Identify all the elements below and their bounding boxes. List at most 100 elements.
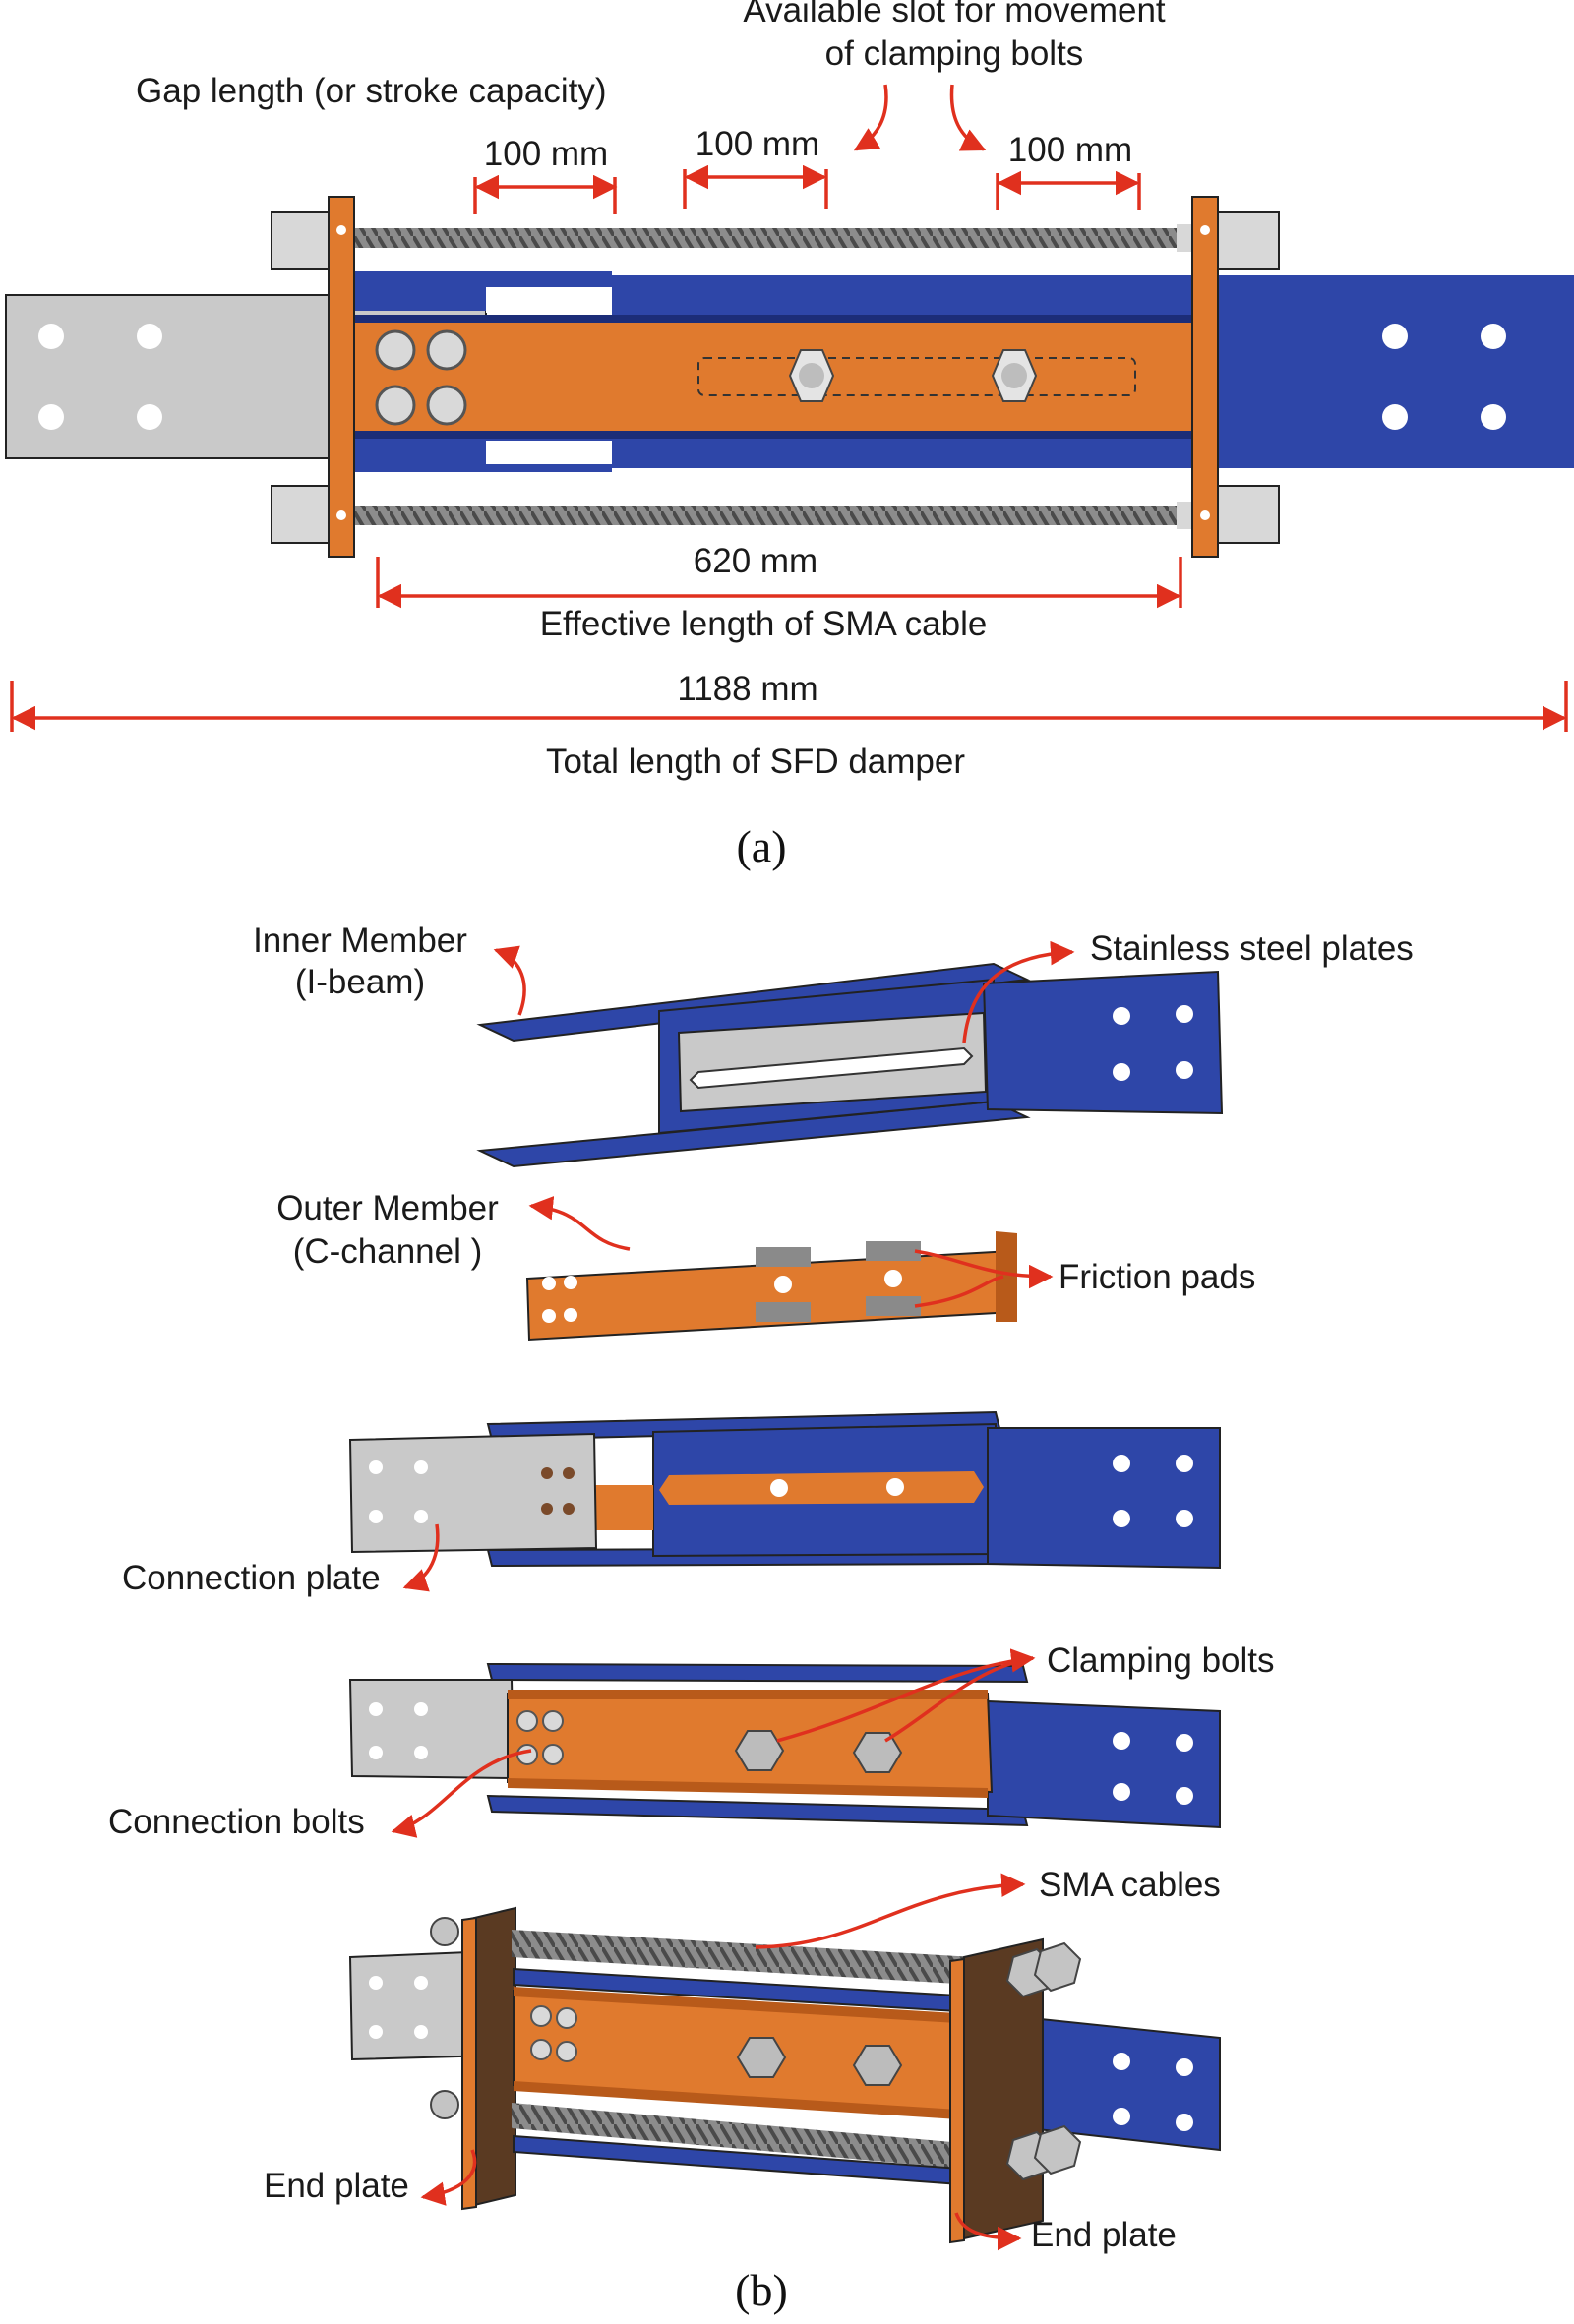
inner-hole xyxy=(1176,1510,1193,1527)
plate-hole xyxy=(38,324,64,349)
connection-plate-b xyxy=(348,1432,598,1554)
connection-bolt xyxy=(556,2041,577,2062)
sma-cable-bottom xyxy=(354,506,1180,525)
plate-hole xyxy=(137,324,162,349)
inner-hole xyxy=(1176,1061,1193,1079)
plate-hole xyxy=(369,1976,383,1990)
panel-a: Available slot for movement of clamping … xyxy=(5,0,1574,871)
plate-hole-small xyxy=(563,1503,575,1515)
inner-hole xyxy=(1176,1455,1193,1472)
gap-window-bottom xyxy=(486,441,612,464)
slot-label-line1: Available slot for movement xyxy=(743,0,1166,30)
nut xyxy=(271,485,333,544)
nut xyxy=(1217,485,1280,544)
caption-b: (b) xyxy=(735,2265,788,2315)
total-label: Total length of SFD damper xyxy=(546,743,965,781)
plate-hole xyxy=(137,404,162,430)
friction-pad xyxy=(866,1241,921,1261)
plate-hole xyxy=(414,1510,428,1523)
connection-bolt xyxy=(530,2005,552,2027)
clamping-bolt xyxy=(852,2045,903,2086)
plate-hole-small xyxy=(541,1503,553,1515)
sma-cable xyxy=(512,2103,974,2170)
plate-hole xyxy=(414,1460,428,1474)
connection-plate-label: Connection plate xyxy=(122,1559,381,1597)
outer-member-b xyxy=(525,1231,1017,1341)
plate-dot xyxy=(336,225,346,235)
inner-member-arrow xyxy=(493,945,526,1016)
inner-hole xyxy=(1113,1063,1130,1081)
inner-hole xyxy=(1176,1787,1193,1805)
connection-bolt xyxy=(542,1744,564,1765)
friction-label: Friction pads xyxy=(1059,1258,1255,1296)
inner-hole xyxy=(1382,324,1408,349)
inner-member-label-2: (I-beam) xyxy=(295,963,425,1001)
end-plate-left-label: End plate xyxy=(264,2167,409,2205)
inner-hole xyxy=(1176,2114,1193,2131)
outer-member-label-2: (C-channel ) xyxy=(293,1232,483,1271)
clamping-bolts-a xyxy=(788,349,1038,402)
plate-dot xyxy=(1200,225,1210,235)
inner-hole xyxy=(1382,404,1408,430)
end-plate-right-a xyxy=(1191,196,1219,558)
end-plate-left-arrow xyxy=(420,2149,477,2206)
friction-pad xyxy=(756,1302,811,1322)
slot-arrow-left xyxy=(853,84,888,151)
sma-label: SMA cables xyxy=(1039,1866,1221,1904)
assembly-step4 xyxy=(348,1662,1221,1829)
outer-member-arrow xyxy=(528,1196,631,1251)
bolt-slot xyxy=(697,357,1136,396)
inner-hole xyxy=(1113,1510,1130,1527)
effective-label: Effective length of SMA cable xyxy=(540,605,988,643)
inner-hole xyxy=(1113,1007,1130,1025)
connection-plate-arrow xyxy=(402,1523,440,1592)
inner-hole xyxy=(1113,2108,1130,2125)
inner-hole xyxy=(1113,1732,1130,1750)
clamping-bolt xyxy=(736,2037,787,2078)
plate-hole xyxy=(414,1702,428,1716)
inner-hole xyxy=(1113,1783,1130,1801)
sma-cable-top xyxy=(354,228,1180,248)
end-plate-right-label: End plate xyxy=(1031,2216,1177,2254)
nut xyxy=(1217,211,1280,270)
inner-hole xyxy=(1176,1005,1193,1023)
connection-bolts-arrow xyxy=(391,1749,532,1838)
orange-visible-slot xyxy=(659,1471,984,1505)
plate-hole xyxy=(414,1746,428,1759)
clamping-bolt xyxy=(734,1730,785,1771)
friction-arrow-1 xyxy=(914,1249,1054,1289)
plate-dot xyxy=(1200,510,1210,520)
inner-hole xyxy=(1113,1455,1130,1472)
nut xyxy=(271,211,333,270)
plate-dot xyxy=(336,510,346,520)
nut xyxy=(430,2090,459,2119)
bolt-hole xyxy=(886,1478,904,1496)
inner-hole xyxy=(1113,2053,1130,2070)
gap-window-top xyxy=(486,287,612,313)
plate-hole xyxy=(38,404,64,430)
slot-arrow-right xyxy=(949,84,987,151)
clamping-label: Clamping bolts xyxy=(1047,1641,1275,1680)
assembly-step3 xyxy=(348,1410,1221,1570)
washer xyxy=(1177,502,1194,529)
plate-hole-small xyxy=(563,1467,575,1479)
panel-b: Inner Member (I-beam) Stainless steel pl… xyxy=(108,922,1414,2315)
effective-dimension: 620 mm xyxy=(694,542,817,580)
slot-right-dimension: 100 mm xyxy=(1008,131,1132,169)
inner-hole xyxy=(1481,324,1506,349)
inner-member-b xyxy=(476,962,1224,1168)
slot-label-line2: of clamping bolts xyxy=(825,34,1084,73)
stainless-slot xyxy=(689,1046,974,1090)
outer-member-label-1: Outer Member xyxy=(276,1189,499,1227)
inner-member-label-1: Inner Member xyxy=(253,922,467,960)
plate-hole xyxy=(414,2025,428,2039)
nut xyxy=(1033,1941,1082,1993)
stainless-arrow xyxy=(962,940,1075,1043)
gap-label: Gap length (or stroke capacity) xyxy=(136,72,607,110)
slot-left-dimension: 100 mm xyxy=(696,125,819,163)
sma-arrow xyxy=(755,1873,1026,1949)
plate-hole xyxy=(369,1460,383,1474)
bolt-hole xyxy=(770,1479,788,1497)
connection-bolt xyxy=(556,2007,577,2029)
